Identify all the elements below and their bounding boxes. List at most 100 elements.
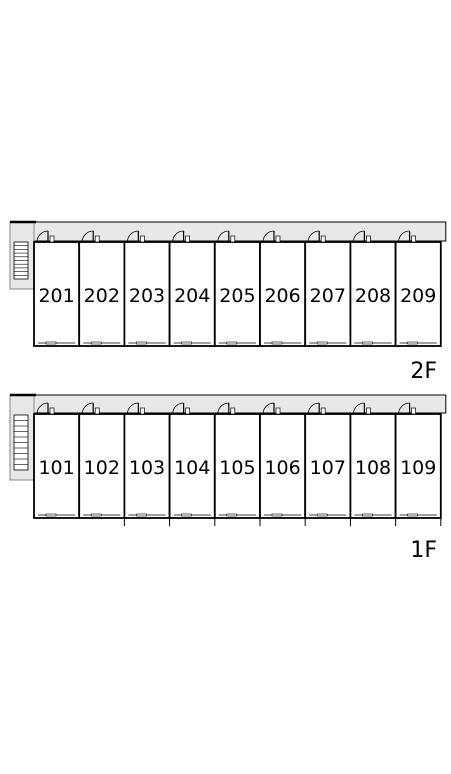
door-arc	[127, 402, 139, 415]
room-unit: 105	[213, 402, 261, 526]
room-unit: 107	[304, 402, 352, 526]
door-swing-icon	[127, 402, 145, 415]
room-unit: 208	[349, 230, 397, 347]
meter-box	[49, 407, 55, 415]
door-arc	[307, 402, 320, 415]
room-outline	[123, 241, 171, 347]
room-unit: 209	[394, 230, 442, 347]
door-swing-icon	[262, 402, 281, 415]
window-sash	[316, 341, 328, 345]
room-unit: 202	[78, 230, 126, 347]
room-number: 208	[355, 285, 391, 307]
room-number: 203	[129, 285, 165, 307]
meter-box	[411, 235, 416, 243]
door-arc	[398, 402, 410, 415]
room-number: 108	[355, 457, 391, 479]
room-unit: 102	[78, 402, 126, 519]
room-unit: 203	[123, 230, 171, 347]
room-number: 201	[38, 285, 74, 307]
door-arc	[353, 402, 365, 415]
door-swing-icon	[172, 402, 190, 415]
window-sash	[181, 341, 192, 345]
door-arc	[262, 230, 275, 243]
window-sash	[316, 513, 328, 517]
door-arc	[262, 402, 275, 415]
door-swing-icon	[36, 230, 55, 243]
room-outline	[394, 241, 442, 347]
staircase-icon	[9, 220, 36, 290]
room-number: 103	[129, 457, 165, 479]
room-number: 106	[264, 457, 300, 479]
meter-box	[94, 235, 100, 243]
room-number: 209	[400, 285, 436, 307]
meter-box	[230, 235, 236, 243]
meter-box	[366, 235, 371, 243]
door-arc	[81, 230, 94, 243]
window-sash	[181, 513, 192, 517]
room-number: 102	[84, 457, 120, 479]
window-sash	[362, 341, 373, 345]
door-swing-icon	[398, 230, 416, 243]
door-swing-icon	[127, 230, 145, 243]
window-sash	[45, 513, 57, 517]
door-swing-icon	[353, 230, 371, 243]
floor-label: 2F	[410, 359, 437, 384]
door-swing-icon	[172, 230, 190, 243]
meter-box	[185, 407, 190, 415]
door-arc	[217, 230, 229, 243]
meter-box	[275, 235, 281, 243]
door-swing-icon	[217, 402, 236, 415]
door-swing-icon	[217, 230, 236, 243]
door-arc	[217, 402, 229, 415]
room-outline	[78, 241, 126, 347]
window-sash	[407, 341, 418, 345]
window-sash	[90, 341, 102, 345]
door-arc	[398, 230, 410, 243]
meter-box	[185, 235, 190, 243]
window-sash	[271, 513, 283, 517]
room-unit: 201	[33, 230, 81, 347]
room-number: 109	[400, 457, 436, 479]
room-unit: 207	[304, 230, 352, 347]
door-arc	[127, 230, 139, 243]
door-swing-icon	[398, 402, 416, 415]
room-outline	[168, 241, 216, 347]
room-outline	[213, 241, 261, 347]
door-swing-icon	[81, 230, 100, 243]
room-number: 105	[219, 457, 255, 479]
meter-box	[230, 407, 236, 415]
meter-box	[366, 407, 371, 415]
room-outline	[349, 413, 397, 519]
door-arc	[36, 402, 49, 415]
door-arc	[353, 230, 365, 243]
room-outline	[33, 413, 81, 519]
door-arc	[172, 230, 184, 243]
meter-box	[411, 407, 416, 415]
meter-box	[275, 407, 281, 415]
door-arc	[36, 230, 49, 243]
door-swing-icon	[307, 230, 326, 243]
room-unit: 103	[123, 402, 171, 526]
window-sash	[362, 513, 373, 517]
window-sash	[226, 513, 238, 517]
room-unit: 101	[33, 402, 81, 519]
door-swing-icon	[81, 402, 100, 415]
room-outline	[33, 241, 81, 347]
meter-box	[320, 235, 326, 243]
room-unit: 206	[259, 230, 307, 347]
room-unit: 204	[168, 230, 216, 347]
room-number: 101	[38, 457, 74, 479]
room-number: 206	[264, 285, 300, 307]
door-swing-icon	[262, 230, 281, 243]
room-number: 207	[310, 285, 346, 307]
room-unit: 205	[213, 230, 261, 347]
meter-box	[140, 235, 145, 243]
door-swing-icon	[307, 402, 326, 415]
room-outline	[78, 413, 126, 519]
door-arc	[81, 402, 94, 415]
window-sash	[226, 341, 238, 345]
room-outline	[349, 241, 397, 347]
room-number: 107	[310, 457, 346, 479]
